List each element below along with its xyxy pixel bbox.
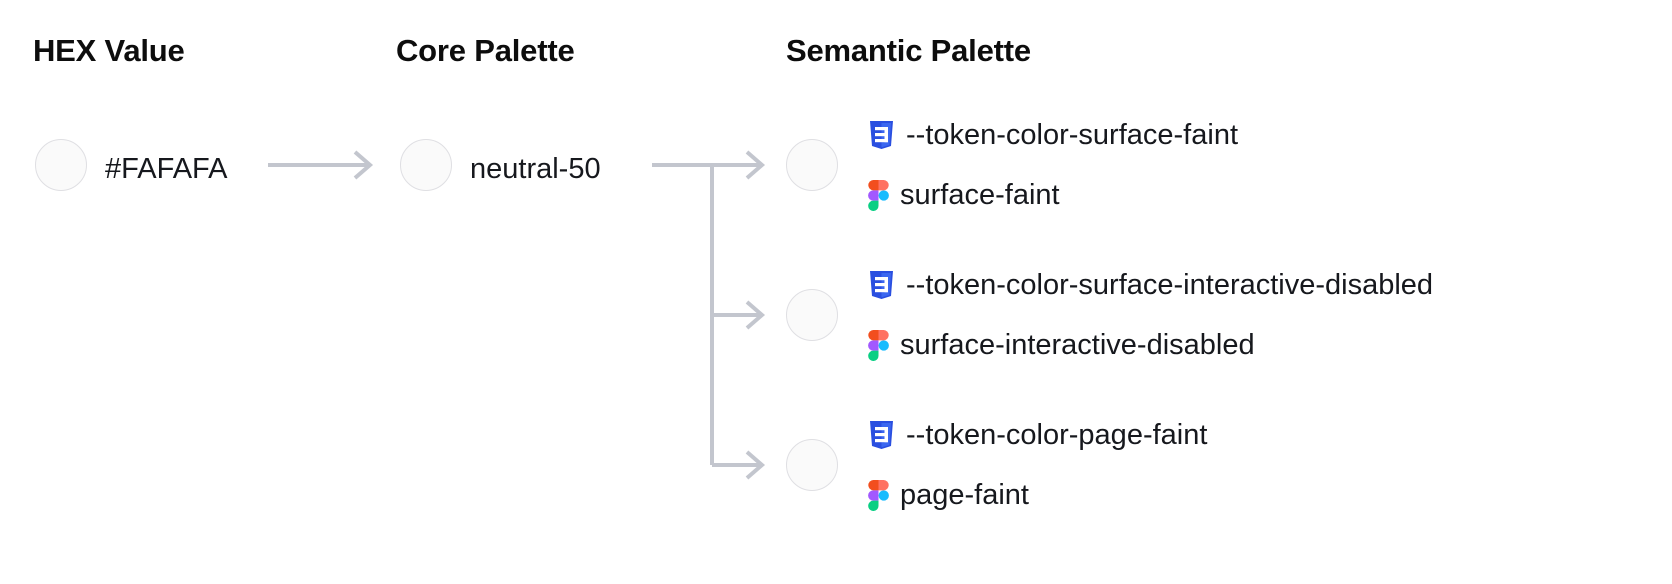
swatch-hex-value <box>35 139 87 191</box>
figma-token-line: surface-faint <box>868 165 1668 225</box>
semantic-row: --token-color-surface-interactive-disabl… <box>786 255 1666 375</box>
css-token-line: --token-color-surface-interactive-disabl… <box>868 255 1668 315</box>
css3-icon <box>870 271 893 299</box>
core-palette-label: neutral-50 <box>470 153 601 185</box>
figma-icon <box>868 479 889 511</box>
figma-token-text: surface-faint <box>900 178 1060 211</box>
column-header-semantic-palette: Semantic Palette <box>786 33 1031 68</box>
token-label-group: --token-color-surface-interactive-disabl… <box>868 255 1668 375</box>
figma-token-text: page-faint <box>900 478 1029 511</box>
css3-icon <box>870 121 893 149</box>
figma-icon <box>868 179 889 211</box>
hex-value-label: #FAFAFA <box>105 153 228 185</box>
swatch-semantic-token <box>786 139 838 191</box>
token-label-group: --token-color-surface-faint surface-fain… <box>868 105 1668 225</box>
figma-token-line: surface-interactive-disabled <box>868 315 1668 375</box>
swatch-semantic-token <box>786 289 838 341</box>
column-header-core-palette: Core Palette <box>396 33 575 68</box>
css-token-line: --token-color-page-faint <box>868 405 1668 465</box>
semantic-row: --token-color-page-faint page-faint <box>786 405 1666 525</box>
figma-token-text: surface-interactive-disabled <box>900 328 1255 361</box>
css-token-text: --token-color-page-faint <box>906 418 1208 451</box>
css-token-text: --token-color-surface-faint <box>906 118 1238 151</box>
column-header-hex-value: HEX Value <box>33 33 185 68</box>
token-label-group: --token-color-page-faint page-faint <box>868 405 1668 525</box>
css-token-text: --token-color-surface-interactive-disabl… <box>906 268 1434 301</box>
css3-icon <box>870 421 893 449</box>
figma-icon <box>868 329 889 361</box>
figma-token-line: page-faint <box>868 465 1668 525</box>
swatch-semantic-token <box>786 439 838 491</box>
semantic-row: --token-color-surface-faint surface-fain… <box>786 105 1666 225</box>
swatch-core-palette <box>400 139 452 191</box>
css-token-line: --token-color-surface-faint <box>868 105 1668 165</box>
